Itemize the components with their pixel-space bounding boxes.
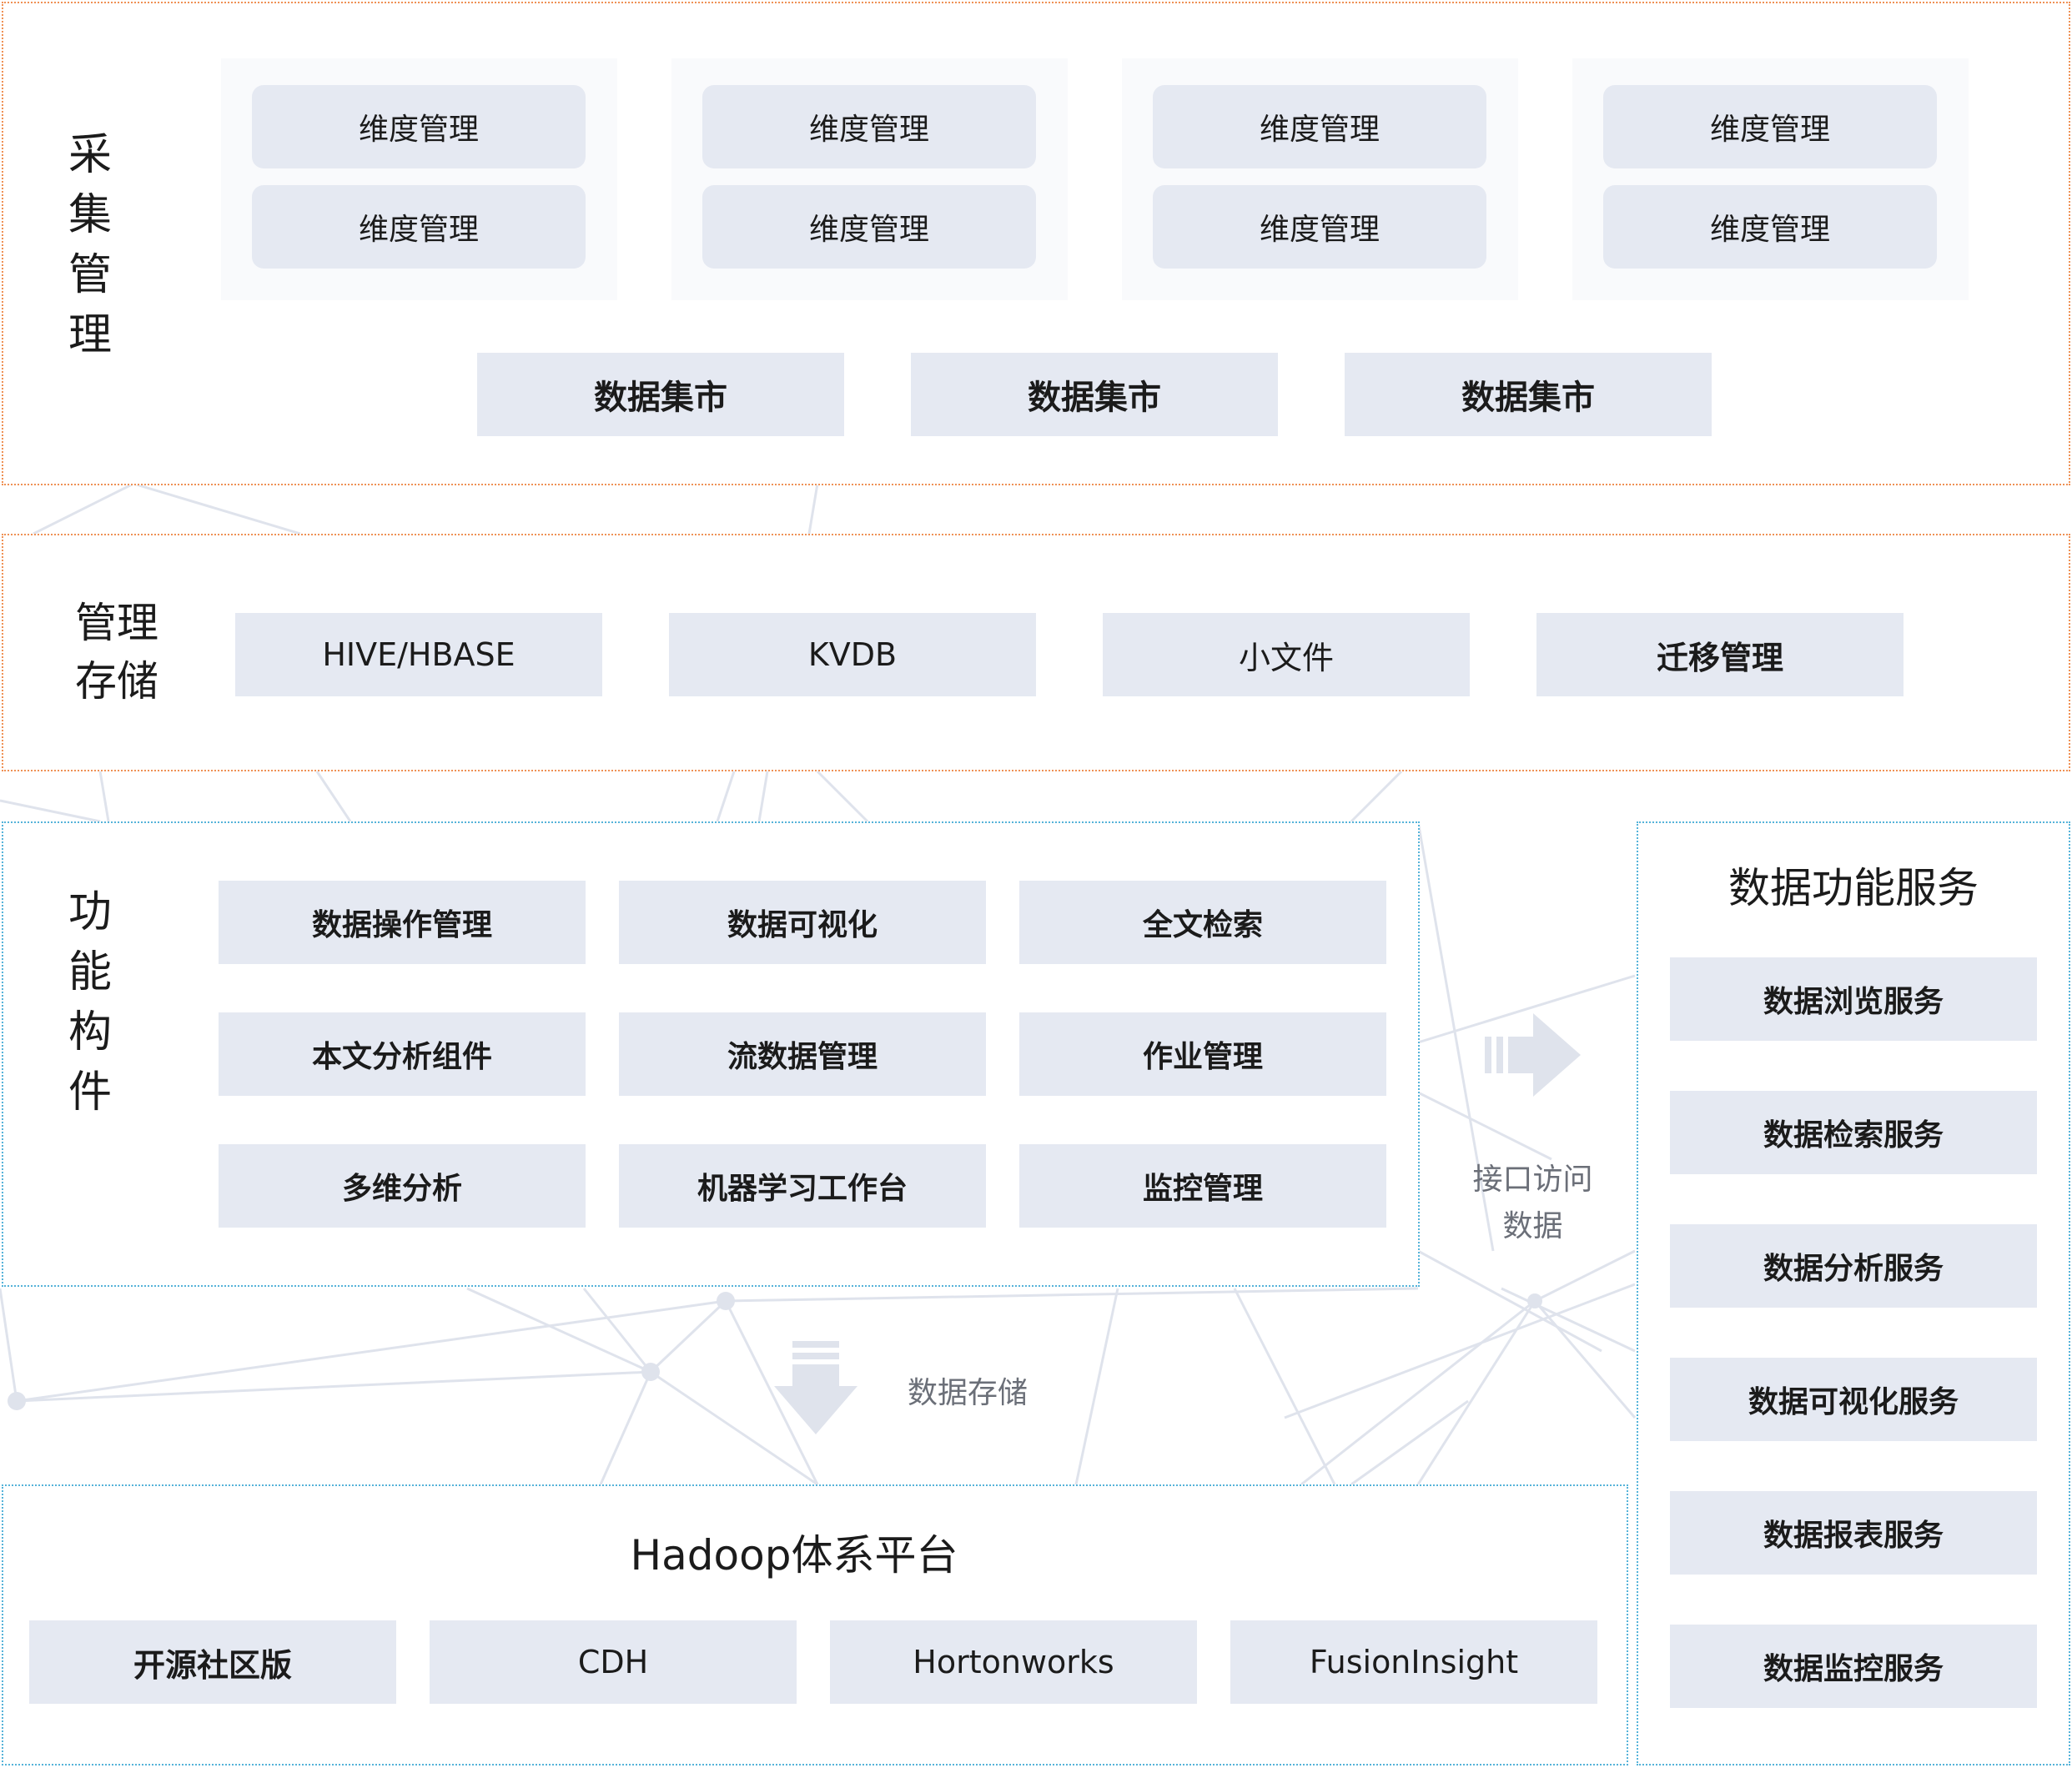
component-box: 作业管理	[1019, 1012, 1386, 1096]
data-mart-box: 数据集市	[911, 353, 1278, 436]
hadoop-distribution-box: 开源社区版	[29, 1620, 396, 1704]
dimension-management-box: 维度管理	[1603, 185, 1937, 269]
hive-hbase-box: HIVE/HBASE	[235, 613, 602, 696]
data-mart-box: 数据集市	[477, 353, 844, 436]
dimension-management-box: 维度管理	[1153, 85, 1486, 168]
dimension-management-box: 维度管理	[252, 85, 586, 168]
small-files-box: 小文件	[1103, 613, 1470, 696]
dimension-management-box: 维度管理	[252, 185, 586, 269]
down-arrow-icon	[774, 1341, 857, 1434]
component-box: 流数据管理	[619, 1012, 986, 1096]
service-box: 数据报表服务	[1670, 1491, 2037, 1575]
data-mart-box: 数据集市	[1345, 353, 1712, 436]
component-box: 全文检索	[1019, 881, 1386, 964]
component-box: 本文分析组件	[219, 1012, 586, 1096]
service-box: 数据可视化服务	[1670, 1358, 2037, 1441]
component-box: 机器学习工作台	[619, 1144, 986, 1228]
hadoop-distribution-box: Hortonworks	[830, 1620, 1197, 1704]
storage-management-label: 管理 存储	[75, 599, 158, 706]
migration-management-box: 迁移管理	[1536, 613, 1904, 696]
data-storage-note: 数据存储	[907, 1376, 1028, 1410]
collection-management-label: 采 集 管 理	[68, 130, 112, 360]
dimension-management-box: 维度管理	[1153, 185, 1486, 269]
function-components-label: 功 能 构 件	[68, 887, 112, 1118]
data-services-title: 数据功能服务	[1728, 864, 1979, 912]
service-box: 数据监控服务	[1670, 1625, 2037, 1708]
component-box: 监控管理	[1019, 1144, 1386, 1228]
hadoop-distribution-box: CDH	[430, 1620, 797, 1704]
right-arrow-icon	[1485, 1013, 1581, 1097]
kvdb-box: KVDB	[669, 613, 1036, 696]
service-box: 数据浏览服务	[1670, 957, 2037, 1041]
service-box: 数据分析服务	[1670, 1224, 2037, 1308]
dimension-management-box: 维度管理	[1603, 85, 1937, 168]
hadoop-distribution-box: FusionInsight	[1230, 1620, 1597, 1704]
dimension-management-box: 维度管理	[702, 185, 1036, 269]
component-box: 数据可视化	[619, 881, 986, 964]
hadoop-platform-title: Hadoop体系平台	[630, 1531, 958, 1580]
interface-access-note: 接口访问 数据	[1472, 1163, 1593, 1243]
component-box: 数据操作管理	[219, 881, 586, 964]
service-box: 数据检索服务	[1670, 1091, 2037, 1174]
dimension-management-box: 维度管理	[702, 85, 1036, 168]
component-box: 多维分析	[219, 1144, 586, 1228]
